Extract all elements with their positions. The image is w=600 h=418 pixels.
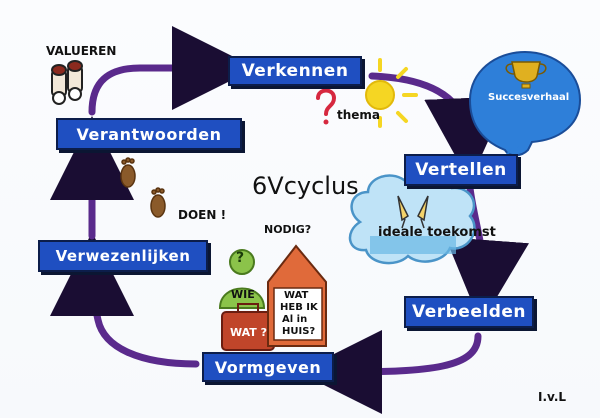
arrow-vormgeven-verwezenlijken (50, 232, 200, 368)
cloud-bubble (348, 170, 476, 265)
wat-heb-ik-line2: HEB IK (280, 302, 318, 313)
arrow-verkennen-vertellen (368, 72, 509, 182)
step-verantwoorden-label: Verantwoorden (76, 124, 222, 144)
suitcase-icon (221, 303, 275, 351)
question-mark-icon (316, 88, 337, 125)
step-vertellen: Vertellen (404, 154, 518, 186)
succesverhaal-note: Succesverhaal (488, 92, 570, 103)
step-verwezenlijken: Verwezenlijken (38, 240, 208, 272)
arrow-verantwoorden-verkennen (88, 26, 256, 116)
binoculars-icon (51, 60, 83, 105)
arrow-verbeelden-vormgeven (298, 329, 482, 414)
step-verwezenlijken-label: Verwezenlijken (55, 247, 191, 265)
step-verbeelden: Verbeelden (404, 296, 534, 328)
wat-heb-ik-line4: HUIS? (282, 326, 316, 337)
trophy-icon (505, 61, 547, 89)
doen-note: DOEN ! (178, 208, 227, 222)
step-vertellen-label: Vertellen (415, 160, 507, 180)
nodig-note: NODIG? (264, 223, 312, 236)
sun-icon (352, 58, 418, 128)
champagne-glasses-icon (397, 195, 429, 229)
step-verkennen-label: Verkennen (241, 61, 349, 81)
ideale-toekomst-note: ideale toekomst (378, 225, 496, 240)
wat-heb-ik-line3: Al in (282, 314, 308, 325)
step-vormgeven-label: Vormgeven (214, 357, 322, 377)
wie-question-note: ? (236, 250, 245, 266)
house-icon (267, 244, 327, 347)
step-verantwoorden: Verantwoorden (56, 118, 242, 150)
step-verkennen: Verkennen (228, 56, 362, 86)
signature: I.v.L (538, 390, 567, 404)
wat-heb-ik-line1: WAT (284, 290, 309, 301)
wie-note: WIE (231, 288, 255, 301)
wat-note: WAT ? (230, 326, 268, 339)
valueren-note: VALUEREN (46, 44, 117, 58)
step-verbeelden-label: Verbeelden (412, 302, 526, 322)
diagram-title: 6Vcyclus (252, 172, 359, 200)
footprints-icon (120, 157, 166, 218)
thema-note: thema (337, 108, 381, 122)
step-vormgeven: Vormgeven (202, 352, 334, 382)
